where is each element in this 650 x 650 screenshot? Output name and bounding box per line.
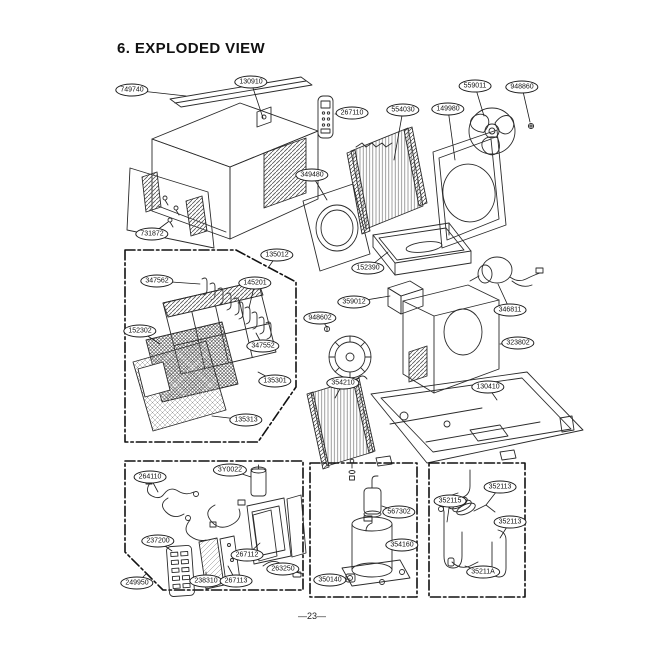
evaporator-coil-part [307, 376, 375, 469]
part-callout-3Y0022: 3Y0022 [212, 463, 248, 477]
part-callout-249950: 249950 [120, 576, 154, 590]
part-callout-152302: 152302 [123, 324, 157, 338]
part-callout-554030: 554030 [386, 103, 420, 117]
part-callout-352113-b: 352113 [493, 515, 527, 529]
part-callout-731872: 731872 [135, 227, 169, 241]
part-callout-359012: 359012 [337, 295, 371, 309]
part-callout-145201: 145201 [238, 276, 272, 290]
capacitor-part [251, 465, 266, 496]
part-callout-263250: 263250 [266, 562, 300, 576]
part-callout-130410: 130410 [471, 380, 505, 394]
tubing-group-box [429, 463, 525, 597]
front-panel-part [133, 341, 226, 431]
control-box-part [388, 281, 423, 314]
small-bracket-part [257, 107, 271, 127]
part-callout-152390: 152390 [351, 261, 385, 275]
part-callout-267112: 267112 [230, 548, 264, 562]
screw-part-top [528, 123, 533, 128]
part-callout-559011: 559011 [458, 79, 492, 93]
part-callout-567302: 567302 [382, 505, 416, 519]
part-callout-264110: 264110 [133, 470, 167, 484]
keypad-part [166, 545, 194, 597]
part-callout-135301: 135301 [258, 374, 292, 388]
part-callout-267110: 267110 [335, 106, 369, 120]
part-callout-323802: 323802 [501, 336, 535, 350]
remote-control-part [318, 96, 333, 138]
part-callout-352115: 352115 [433, 494, 467, 508]
compressor-group-box [310, 463, 417, 597]
page-number: —23— [297, 611, 327, 621]
part-callout-352113-a: 352113 [483, 480, 517, 494]
accumulator-part [364, 476, 381, 531]
propeller-fan-part [468, 108, 515, 158]
part-callout-749740: 749740 [115, 83, 149, 97]
part-callout-135012: 135012 [260, 248, 294, 262]
orifice-panel-part [303, 184, 370, 271]
blower-wheel-part [329, 336, 371, 378]
wiring-harness-part [146, 479, 245, 541]
grille-group-box [125, 250, 296, 442]
part-callout-347552: 347552 [246, 339, 280, 353]
part-callout-349480: 349480 [295, 168, 329, 182]
cabinet-part [152, 103, 318, 239]
part-callout-347562: 347562 [140, 274, 174, 288]
part-callout-149980: 149980 [431, 102, 465, 116]
page-title: 6. EXPLODED VIEW [117, 40, 266, 57]
part-callout-238310: 238310 [189, 574, 223, 588]
part-callout-354160: 354160 [385, 538, 419, 552]
air-guide-part [403, 285, 499, 393]
part-callout-35211A: 35211A [466, 565, 500, 579]
part-callout-237200: 237200 [141, 534, 175, 548]
part-callout-267113: 267113 [219, 574, 253, 588]
part-callout-948602: 948602 [303, 311, 337, 325]
part-callout-354210: 354210 [326, 376, 360, 390]
compressor-fittings-part [349, 459, 355, 480]
part-callout-948860: 948860 [505, 80, 539, 94]
control-plate-part [247, 495, 306, 564]
part-callout-135313: 135313 [229, 413, 263, 427]
part-callout-130910: 130910 [234, 75, 268, 89]
condenser-coil-part [347, 127, 427, 234]
fan-shroud-part [433, 130, 506, 248]
part-callout-346811: 346811 [493, 303, 527, 317]
side-panel-assembly-part [127, 168, 214, 248]
drain-tray-part [373, 223, 471, 275]
fan-motor-part [470, 257, 543, 286]
electrical-group-box [125, 461, 303, 590]
part-callout-350140: 350140 [313, 573, 347, 587]
